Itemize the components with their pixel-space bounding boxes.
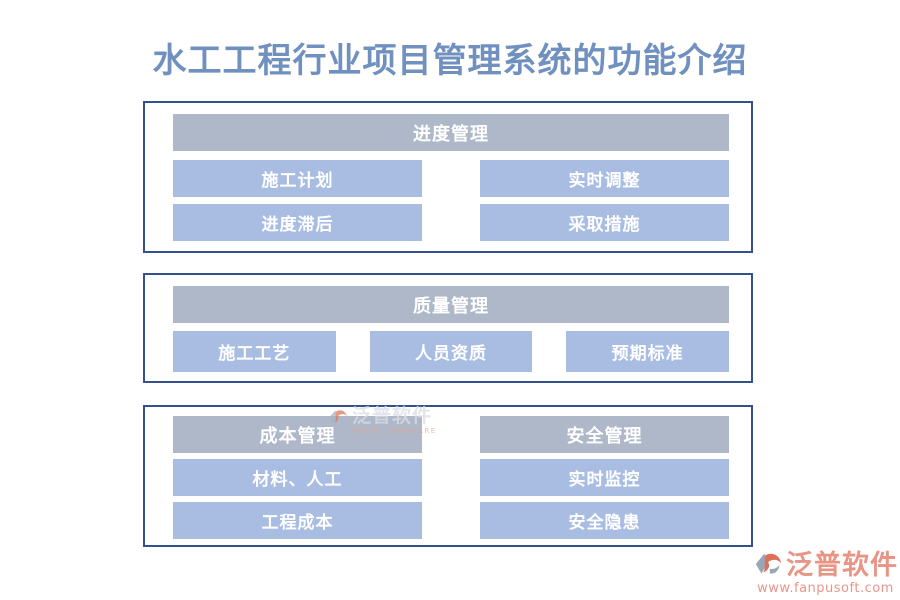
feature-block-progress-lag: 进度滞后 [173,204,422,241]
panel-quality: 质量管理 施工工艺 人员资质 预期标准 [143,273,753,383]
footer-logo-text: 泛普软件 [786,549,898,581]
feature-block-realtime-adjust: 实时调整 [480,160,729,197]
feature-block-expected-standard: 预期标准 [566,331,729,372]
panel-header-cost: 成本管理 [173,416,422,453]
quality-feature-grid: 施工工艺 人员资质 预期标准 [173,331,729,372]
feature-block-construction-technique: 施工工艺 [173,331,336,372]
fanpu-logo-icon [753,550,783,580]
cost-column: 成本管理 材料、人工 工程成本 [173,416,422,539]
feature-block-take-measures: 采取措施 [480,204,729,241]
feature-block-project-cost: 工程成本 [173,502,422,539]
footer-logo: 泛普软件 www.fanpusoft.com [753,550,898,596]
feature-block-material-labor: 材料、人工 [173,459,422,496]
panel-header-progress: 进度管理 [173,114,729,151]
feature-block-safety-hazard: 安全隐患 [480,502,729,539]
panel-header-quality: 质量管理 [173,286,729,323]
panel-cost-safety: 成本管理 材料、人工 工程成本 安全管理 实时监控 安全隐患 [143,405,753,547]
page-title: 水工工程行业项目管理系统的功能介绍 [152,41,748,81]
progress-feature-grid: 施工计划 实时调整 进度滞后 采取措施 [173,160,729,241]
feature-block-personnel-qualification: 人员资质 [369,331,533,372]
panel-progress: 进度管理 施工计划 实时调整 进度滞后 采取措施 [143,101,753,253]
footer-logo-url: www.fanpusoft.com [757,581,894,596]
feature-block-construction-plan: 施工计划 [173,160,422,197]
panel-header-safety: 安全管理 [480,416,729,453]
feature-block-realtime-monitoring: 实时监控 [480,459,729,496]
safety-column: 安全管理 实时监控 安全隐患 [480,416,729,539]
